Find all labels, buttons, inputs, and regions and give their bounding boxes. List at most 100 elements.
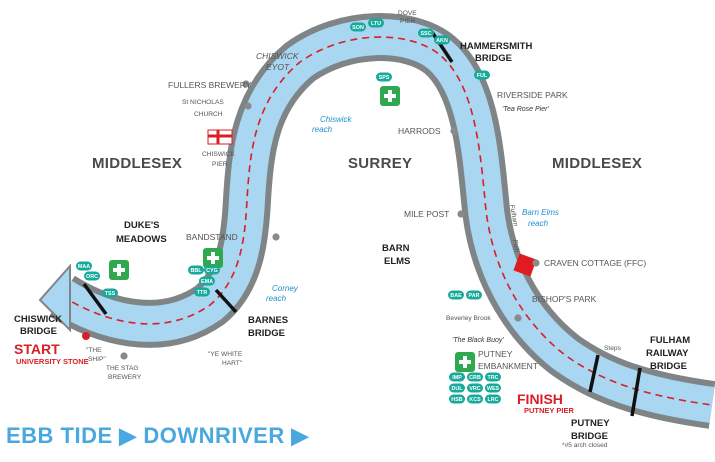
dukes-meadows-line1: DUKE'S: [124, 220, 160, 231]
the-ship-1: "THE: [86, 347, 102, 354]
club-badge: SON: [350, 22, 366, 32]
club-badge: TSS: [102, 288, 118, 298]
fullers-brewery: FULLERS BREWERY: [168, 80, 252, 90]
club-badge: KCS: [467, 394, 483, 404]
putney-bridge-label-1: PUTNEY: [571, 418, 610, 429]
barnes-bridge-line: [214, 288, 238, 314]
harrods: HARRODS: [398, 126, 441, 136]
club-badge-label: EMA: [201, 279, 213, 285]
first-aid-icons: [109, 86, 475, 372]
bandstand-marker: [272, 233, 280, 241]
club-badge: LTU: [368, 18, 384, 28]
club-badge: PAR: [466, 290, 482, 300]
club-badge-label: WES: [487, 386, 500, 392]
arch-closed: *#5 arch closed: [562, 442, 608, 449]
start-label: START: [14, 341, 60, 357]
club-badge: TRC: [485, 372, 501, 382]
bishops-park: BISHOP'S PARK: [532, 294, 597, 304]
place-markers: [120, 80, 540, 360]
river-thames: [38, 13, 715, 429]
barn-elms-reach-1: Barn Elms: [522, 208, 559, 217]
fulham-bridge-label-2: RAILWAY: [646, 348, 689, 359]
putney-bridge-label-2: BRIDGE: [571, 431, 608, 442]
ye-white-hart-1: "YE WHITE: [208, 351, 243, 358]
tide-direction-label: EBB TIDE ▶ DOWNRIVER ▶: [6, 423, 309, 448]
club-badge-label: ORC: [86, 274, 98, 280]
club-badge-label: DUL: [451, 386, 463, 392]
bridge-lines: [82, 31, 642, 417]
barnes-bridge-label-1: BARNES: [248, 315, 288, 326]
club-badge-label: BAE: [450, 293, 462, 299]
barn-elms-reach-2: reach: [528, 219, 549, 228]
putney-embankment-2: EMBANKMENT: [478, 361, 538, 371]
club-badge-label: SPS: [379, 75, 390, 81]
club-badge: EMA: [199, 276, 215, 286]
club-badge: FUL: [474, 70, 490, 80]
fulham-short: Fulh: [511, 239, 520, 253]
club-badge: HSB: [449, 394, 465, 404]
dukes-meadows-line2: MEADOWS: [116, 234, 167, 245]
first-aid-icon: [109, 260, 129, 280]
chiswick-pier-2: PIER: [212, 161, 228, 168]
st-nicholas-1: St NICHOLAS: [182, 99, 224, 106]
club-badge-label: IMP: [452, 375, 462, 381]
first-aid-icon: [380, 86, 400, 106]
club-badge-label: VRC: [469, 386, 480, 392]
club-badge-label: LTU: [371, 21, 381, 27]
region-surrey: SURREY: [348, 155, 412, 172]
club-badge-label: AKN: [436, 38, 448, 44]
finish-sub: PUTNEY PIER: [524, 406, 574, 415]
craven-cottage-point: [532, 259, 540, 267]
chiswick-bridge-label-1: CHISWICK: [14, 314, 62, 325]
stag-brewery-1: THE STAG: [106, 365, 138, 372]
mile-post: MILE POST: [404, 209, 449, 219]
club-badge-label: BBL: [190, 268, 202, 274]
the-ship-2: SHIP": [88, 356, 106, 363]
corney-reach-1: Corney: [272, 284, 299, 293]
st-nicholas-2: CHURCH: [194, 111, 223, 118]
region-middlesex-right: MIDDLESEX: [552, 155, 642, 172]
race-course-line: [61, 36, 713, 406]
barn-elms-line1: BARN: [382, 243, 410, 254]
region-middlesex-left: MIDDLESEX: [92, 155, 182, 172]
club-badge-label: SSC: [420, 31, 431, 37]
club-badge-label: FUL: [477, 73, 488, 79]
club-badge-label: PAR: [469, 293, 480, 299]
barnes-bridge-label-2: BRIDGE: [248, 328, 285, 339]
stag-brewery-marker: [120, 352, 128, 360]
first-aid-icon: [455, 352, 475, 372]
club-badge-label: TRC: [487, 375, 498, 381]
corney-reach-2: reach: [266, 294, 287, 303]
mile-post-marker: [457, 210, 465, 218]
chiswick-pier-flag-icon: [207, 129, 233, 145]
church-marker: [244, 102, 252, 110]
club-badge-label: MAA: [78, 264, 90, 270]
club-badge-label: LRC: [487, 397, 498, 403]
club-badge: CRB: [467, 372, 483, 382]
club-badge: DUL: [449, 383, 465, 393]
club-badge: LRC: [485, 394, 501, 404]
club-badge: TTR: [194, 287, 210, 297]
club-badge: MAA: [76, 261, 92, 271]
black-buoy: 'The Black Buoy': [452, 337, 504, 344]
university-stone-marker: [82, 332, 90, 340]
hammersmith-bridge-label-1: HAMMERSMITH: [460, 41, 532, 52]
hammersmith-bridge-label-2: BRIDGE: [475, 53, 512, 64]
fulham-railway-bridge-line: [588, 354, 600, 393]
club-badge: ORC: [84, 271, 100, 281]
putney-embankment-1: PUTNEY: [478, 349, 513, 359]
chiswick-bridge-line: [82, 282, 108, 316]
chiswick-eyot-2: EYOT: [266, 62, 290, 72]
fulham-bank: Fulham: [508, 204, 519, 227]
club-badge: SPS: [376, 72, 392, 82]
first-aid-icon: [203, 248, 223, 268]
chiswick-reach-2: reach: [312, 125, 333, 134]
club-badge: AKN: [434, 35, 450, 45]
barn-elms-line2: ELMS: [384, 256, 410, 267]
ye-white-hart-2: HART": [222, 360, 243, 367]
chiswick-reach-1: Chiswick: [320, 115, 353, 124]
club-badge-label: TSS: [105, 291, 116, 297]
club-badge: BAE: [448, 290, 464, 300]
steps: Steps: [604, 345, 622, 352]
